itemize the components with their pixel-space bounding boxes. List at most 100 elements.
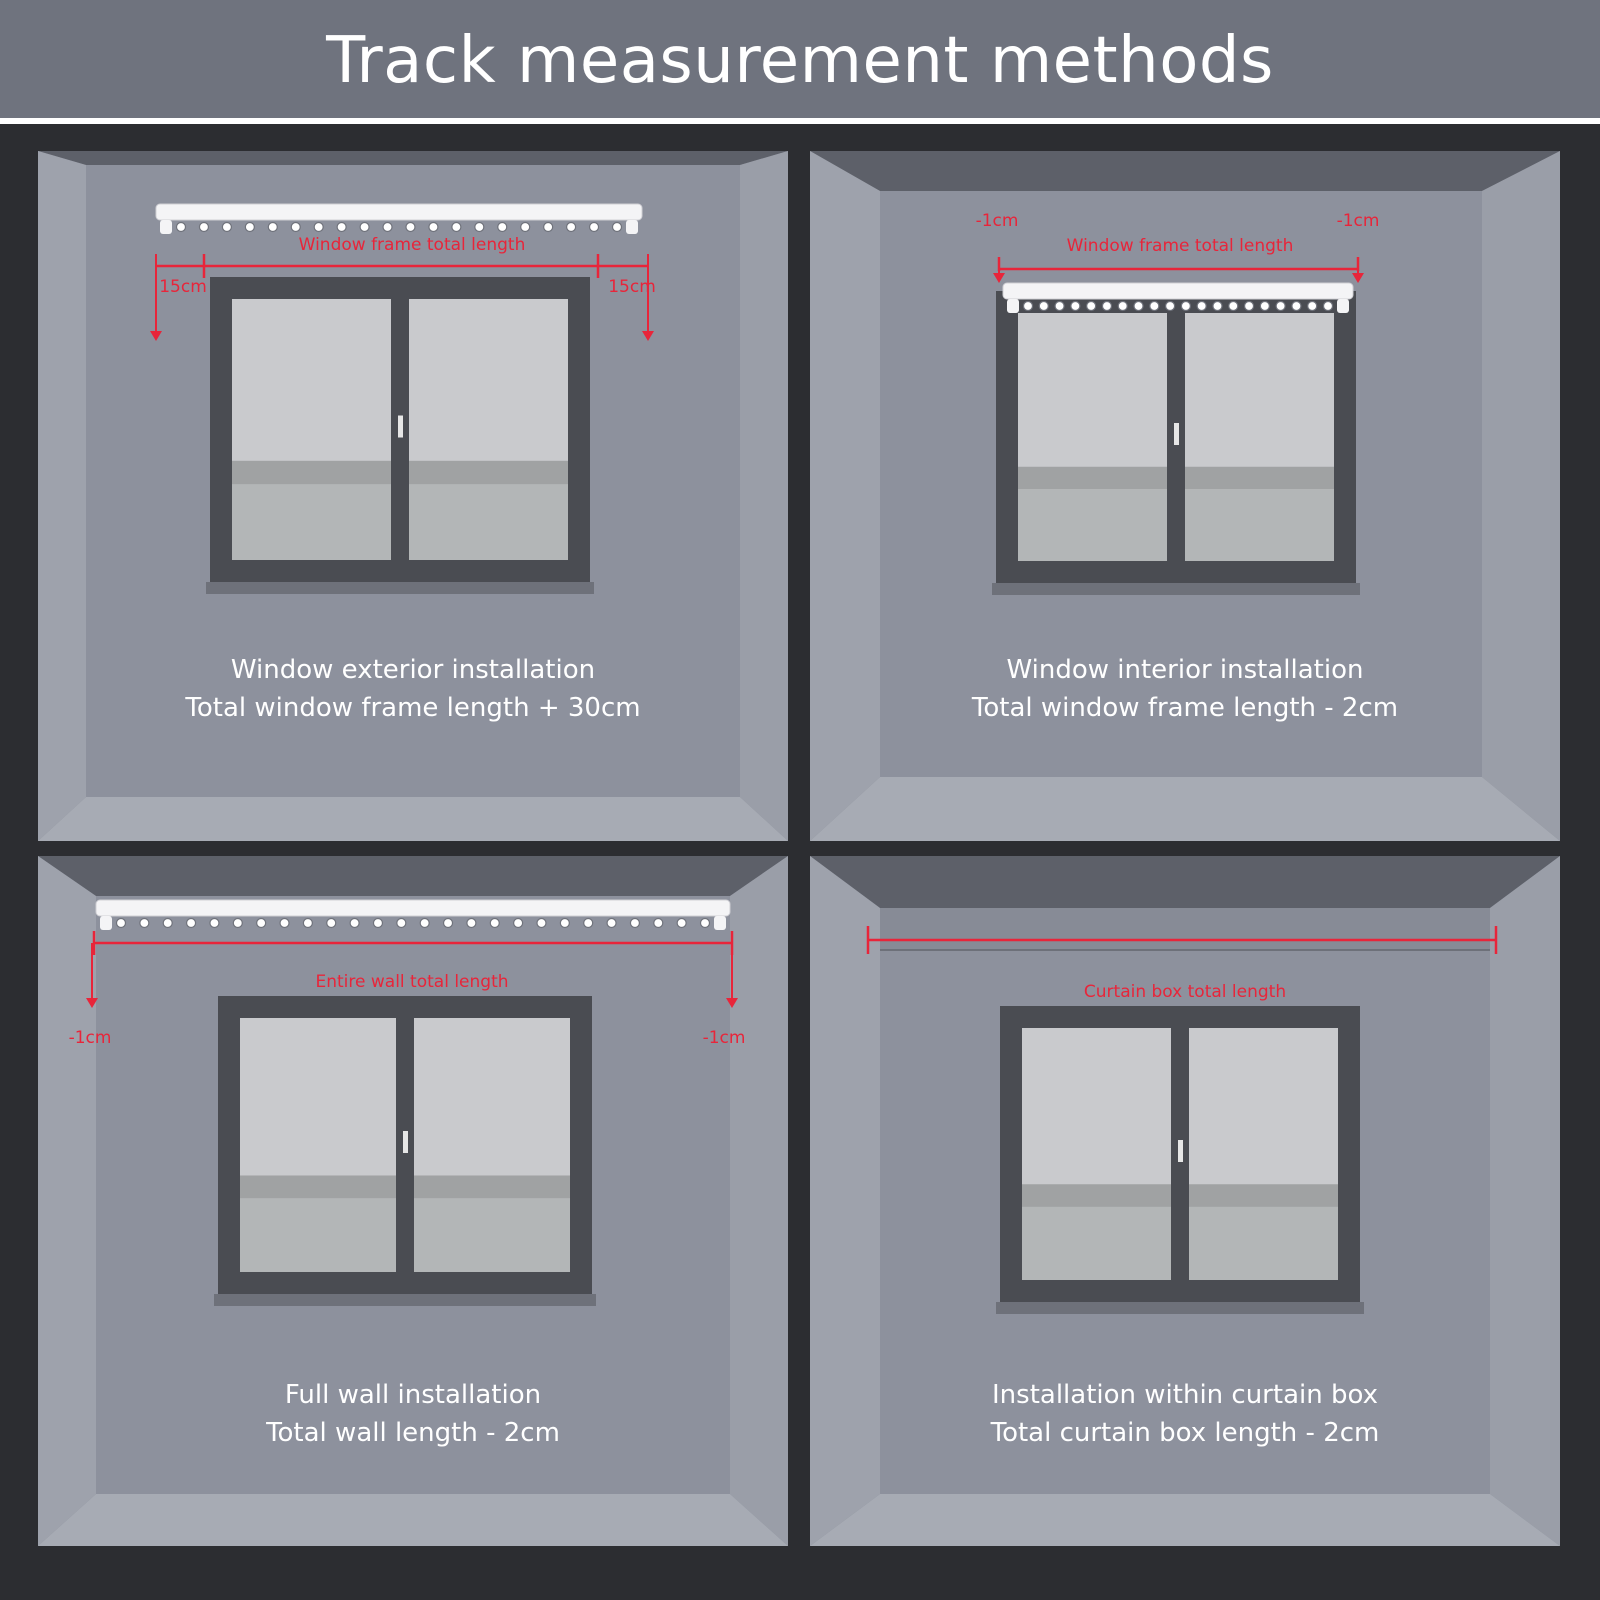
left-side-wall bbox=[38, 151, 86, 841]
window-handle bbox=[1178, 1140, 1183, 1162]
panel-window-interior: Window frame total length -1cm -1cm Wind… bbox=[810, 151, 1560, 841]
installation-formula: Total window frame length - 2cm bbox=[971, 693, 1399, 723]
horizon-band bbox=[240, 1175, 396, 1199]
track-glider bbox=[629, 917, 641, 929]
track-glider bbox=[372, 917, 384, 929]
track-glider bbox=[162, 917, 173, 929]
room-illustration bbox=[38, 856, 788, 1546]
track-glider bbox=[302, 917, 313, 929]
track-glider bbox=[1291, 300, 1302, 312]
measure-arrowhead bbox=[993, 273, 1005, 283]
track-glider bbox=[313, 221, 324, 233]
left-side-wall bbox=[38, 856, 96, 1546]
track-glider bbox=[1228, 300, 1239, 312]
curtain-track bbox=[1002, 282, 1354, 300]
measure-arrowhead bbox=[1352, 273, 1364, 283]
installation-formula: Total window frame length + 30cm bbox=[185, 693, 641, 723]
track-glider bbox=[279, 917, 290, 929]
water-band bbox=[232, 484, 391, 560]
track-glider bbox=[1038, 300, 1049, 312]
horizon-band bbox=[414, 1175, 570, 1199]
track-glider bbox=[1307, 300, 1318, 312]
left-side-wall bbox=[810, 856, 880, 1546]
track-glider bbox=[256, 917, 267, 929]
panel-caption: Window interior installation Total windo… bbox=[810, 651, 1560, 727]
window-handle bbox=[403, 1131, 408, 1153]
measure-arrowhead bbox=[642, 331, 654, 341]
horizon-band bbox=[1022, 1184, 1171, 1207]
installation-name: Window interior installation bbox=[1006, 655, 1364, 685]
track-glider bbox=[588, 221, 600, 233]
header-divider bbox=[0, 118, 1600, 124]
curtain-track bbox=[155, 203, 643, 221]
track-end-cap bbox=[1007, 299, 1019, 313]
track-glider bbox=[185, 917, 197, 929]
water-band bbox=[240, 1198, 396, 1272]
floor bbox=[810, 777, 1560, 841]
panel-caption: Full wall installation Total wall length… bbox=[38, 1376, 788, 1452]
track-glider bbox=[419, 917, 430, 929]
horizon-band bbox=[409, 460, 568, 485]
track-glider bbox=[676, 917, 687, 929]
measure-label-main: Curtain box total length bbox=[1083, 982, 1287, 1002]
water-band bbox=[414, 1198, 570, 1272]
page-header: Track measurement methods bbox=[0, 0, 1600, 118]
track-glider bbox=[451, 221, 462, 233]
track-glider bbox=[611, 221, 623, 233]
panel-full-wall: Entire wall total length -1cm -1cm Full … bbox=[38, 856, 788, 1546]
window-sill bbox=[214, 1294, 596, 1306]
right-side-wall bbox=[1490, 856, 1560, 1546]
installation-name: Installation within curtain box bbox=[992, 1380, 1378, 1410]
track-glider bbox=[1054, 300, 1065, 312]
track-glider bbox=[267, 221, 278, 233]
room-illustration bbox=[810, 856, 1560, 1546]
installation-name: Full wall installation bbox=[284, 1380, 542, 1410]
track-glider bbox=[396, 917, 407, 929]
track-glider bbox=[474, 221, 485, 233]
track-glider bbox=[326, 917, 337, 929]
horizon-band bbox=[1018, 466, 1167, 490]
room-illustration bbox=[810, 151, 1560, 841]
page-title: Track measurement methods bbox=[326, 24, 1274, 98]
track-end-cap bbox=[626, 220, 638, 234]
right-side-wall bbox=[740, 151, 788, 841]
water-band bbox=[1018, 489, 1167, 561]
track-glider bbox=[1133, 300, 1144, 312]
track-glider bbox=[1086, 300, 1097, 312]
track-glider bbox=[543, 221, 554, 233]
track-glider bbox=[1117, 300, 1128, 312]
track-glider bbox=[115, 917, 127, 929]
measure-label-left: -1cm bbox=[68, 1028, 112, 1048]
track-glider bbox=[489, 917, 500, 929]
horizon-band bbox=[1185, 466, 1334, 490]
track-glider bbox=[606, 917, 617, 929]
track-glider bbox=[1243, 300, 1255, 312]
track-end-cap bbox=[100, 916, 112, 930]
window-handle bbox=[398, 415, 403, 438]
window-sill bbox=[992, 583, 1360, 595]
water-band bbox=[409, 484, 568, 560]
track-glider bbox=[139, 917, 150, 929]
ceiling bbox=[38, 151, 788, 165]
track-end-cap bbox=[160, 220, 172, 234]
ceiling bbox=[810, 151, 1560, 191]
track-glider bbox=[244, 221, 255, 233]
floor bbox=[38, 1494, 788, 1546]
measure-label-main: Window frame total length bbox=[298, 235, 526, 255]
water-band bbox=[1185, 489, 1334, 561]
track-glider bbox=[336, 221, 347, 233]
ceiling bbox=[38, 856, 788, 896]
track-glider bbox=[442, 917, 454, 929]
measure-arrowhead bbox=[726, 998, 738, 1008]
track-glider bbox=[198, 221, 210, 233]
track-glider bbox=[559, 917, 570, 929]
track-glider bbox=[1165, 300, 1176, 312]
track-end-cap bbox=[714, 916, 726, 930]
window-handle bbox=[1174, 423, 1179, 445]
horizon-band bbox=[232, 460, 391, 485]
window-sill bbox=[996, 1302, 1364, 1314]
track-glider bbox=[290, 221, 301, 233]
track-glider bbox=[1149, 300, 1160, 312]
right-side-wall bbox=[1482, 151, 1560, 841]
track-glider bbox=[1196, 300, 1207, 312]
